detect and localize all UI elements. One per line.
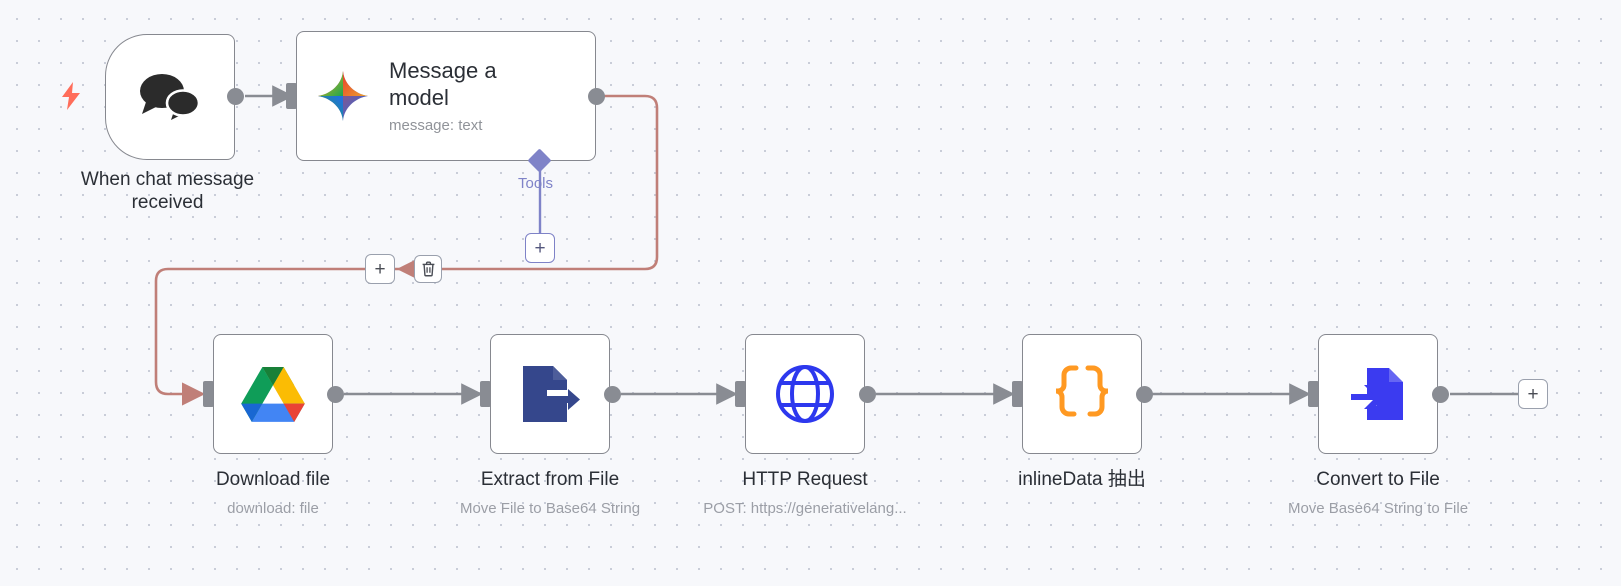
output-endpoint-http-request[interactable] [859, 386, 876, 403]
output-endpoint-download-file[interactable] [327, 386, 344, 403]
add-node-on-connection-button[interactable]: + [365, 254, 395, 284]
output-endpoint-convert-to-file[interactable] [1432, 386, 1449, 403]
input-endpoint-message-a-model[interactable] [286, 83, 297, 109]
node-subtitle-convert-to-file: Move Base64 String to File [1287, 500, 1469, 517]
output-endpoint-message-a-model[interactable] [588, 88, 605, 105]
node-subtitle-message-a-model: message: text [389, 117, 483, 135]
input-endpoint-extract-from-file[interactable] [480, 381, 491, 407]
input-endpoint-inline-data-extract[interactable] [1012, 381, 1023, 407]
node-when-chat-message-received[interactable] [105, 34, 235, 160]
delete-connection-button[interactable] [414, 255, 442, 283]
output-endpoint-extract-from-file[interactable] [604, 386, 621, 403]
node-inline-data-extract[interactable] [1022, 334, 1142, 454]
input-endpoint-convert-to-file[interactable] [1308, 381, 1319, 407]
chat-bubbles-icon [134, 70, 206, 124]
output-endpoint-trigger[interactable] [227, 88, 244, 105]
tools-connector-label: Tools [518, 175, 554, 192]
extract-from-file-icon [520, 363, 580, 425]
output-endpoint-inline-data-extract[interactable] [1136, 386, 1153, 403]
node-title-message-a-model: Message a model [389, 57, 497, 110]
input-endpoint-http-request[interactable] [735, 381, 746, 407]
google-gemini-sparkle-icon [315, 68, 371, 124]
node-label-download-file: Download file [215, 469, 331, 490]
node-label-extract-from-file: Extract from File [480, 469, 620, 490]
trigger-bolt-icon [60, 82, 82, 110]
node-http-request[interactable] [745, 334, 865, 454]
add-node-end-button[interactable]: + [1518, 379, 1548, 409]
node-download-file[interactable] [213, 334, 333, 454]
convert-to-file-icon [1347, 363, 1409, 425]
input-endpoint-download-file[interactable] [203, 381, 214, 407]
node-label-http-request: HTTP Request [742, 469, 868, 490]
node-subtitle-http-request: POST: https://generativelang... [703, 500, 907, 517]
node-convert-to-file[interactable] [1318, 334, 1438, 454]
node-extract-from-file[interactable] [490, 334, 610, 454]
node-subtitle-download-file: download: file [227, 500, 319, 517]
node-label-when-chat-message-received: When chat message received [80, 169, 255, 214]
node-label-convert-to-file: Convert to File [1316, 469, 1440, 490]
code-braces-icon [1051, 364, 1113, 424]
globe-icon [774, 363, 836, 425]
add-tool-button[interactable]: + [525, 233, 555, 263]
node-message-a-model[interactable]: Message a model message: text [296, 31, 596, 161]
node-subtitle-extract-from-file: Move File to Base64 String [459, 500, 641, 517]
google-drive-icon [240, 365, 306, 423]
node-label-inline-data-extract: inlineData 抽出 [1018, 469, 1146, 490]
